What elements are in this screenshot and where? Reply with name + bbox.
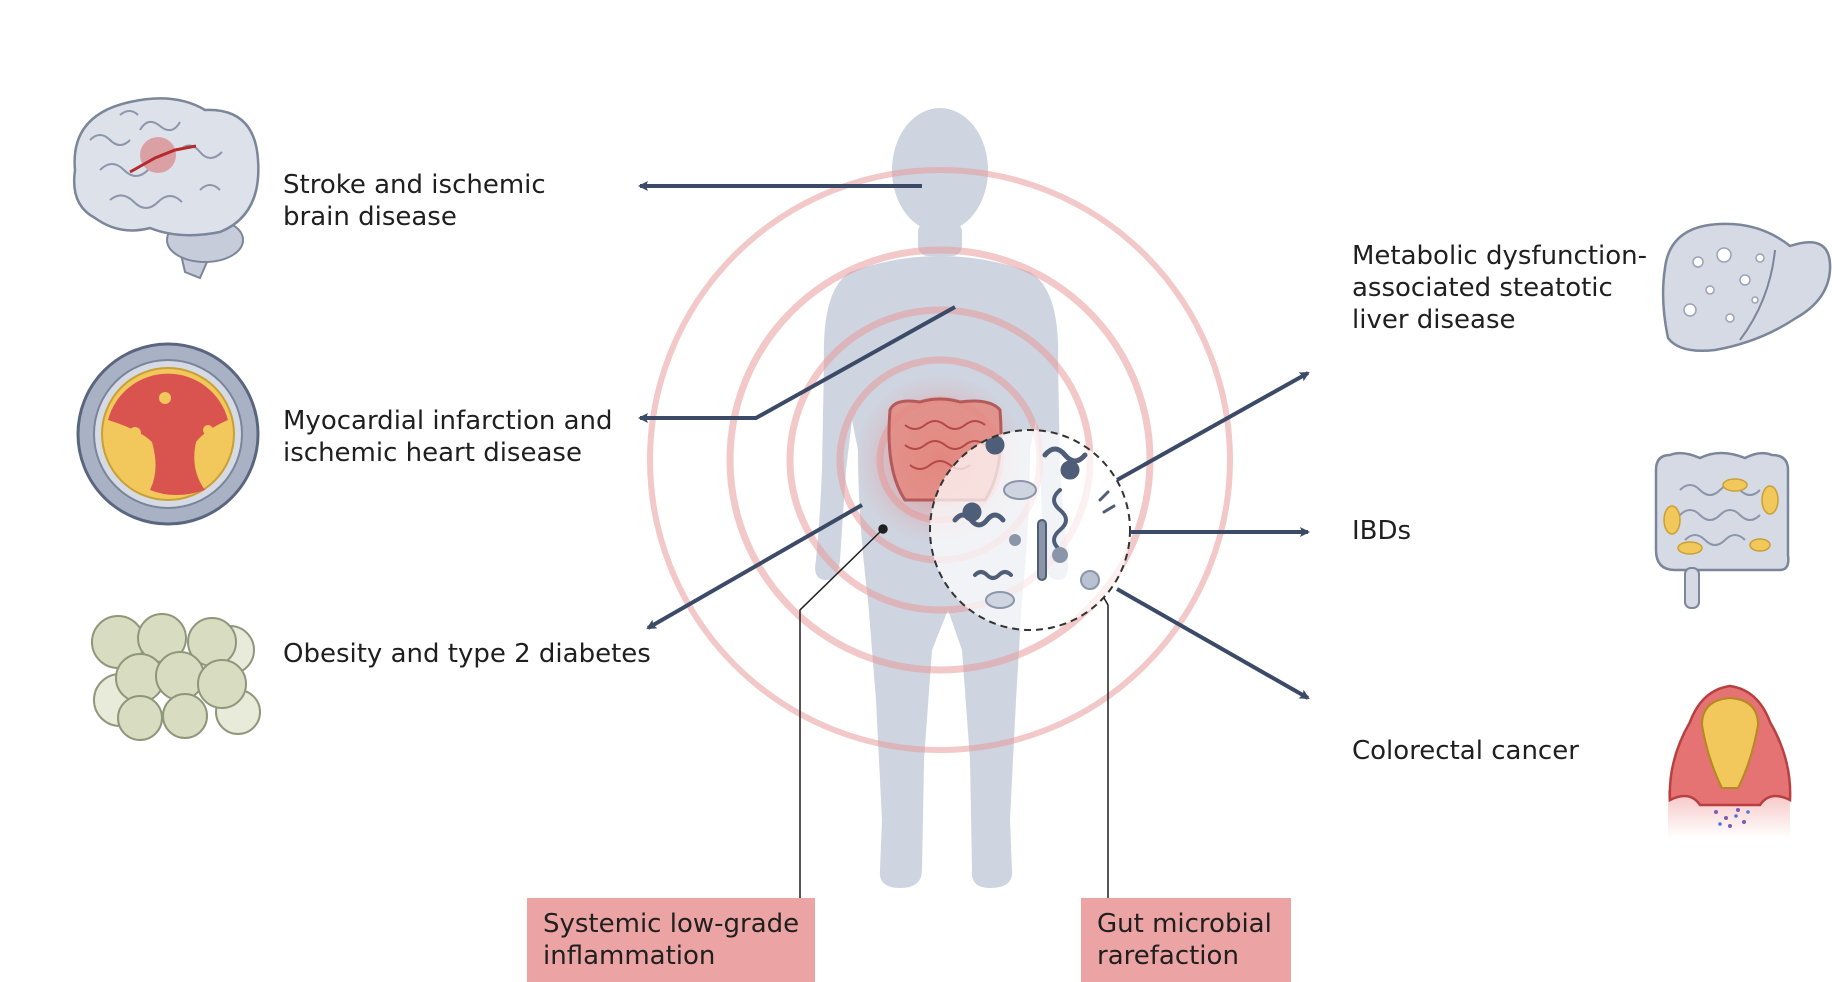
liver-icon [1661, 222, 1832, 352]
arrow-to-obesity [646, 503, 863, 630]
arrow-to-liver-disease [1116, 371, 1310, 482]
label-liver-disease: Metabolic dysfunction- associated steato… [1352, 241, 1648, 335]
label-obesity: Obesity and type 2 diabetes [283, 639, 651, 669]
adipocytes-icon [91, 613, 261, 741]
arrow-to-colorectal-cancer [1116, 587, 1310, 700]
box-microbial-rarefaction: Gut microbial rarefaction [1081, 898, 1291, 982]
label-stroke: Stroke and ischemic brain disease [283, 170, 546, 232]
intestine-icon [1654, 451, 1790, 609]
brain-icon [72, 97, 260, 280]
label-colorectal-cancer: Colorectal cancer [1352, 736, 1579, 766]
colorectal-tumor-icon [1668, 684, 1792, 838]
gut-microbiota-magnifier [929, 429, 1131, 631]
arrows [638, 181, 1310, 700]
box-systemic-inflammation: Systemic low-grade inflammation [527, 898, 815, 982]
artery-plaque-icon [76, 342, 260, 526]
leader-lines [799, 524, 1109, 898]
label-ibds: IBDs [1352, 516, 1412, 546]
label-heart-disease: Myocardial infarction and ischemic heart… [283, 406, 613, 468]
arrow-to-heart-disease [638, 305, 956, 423]
